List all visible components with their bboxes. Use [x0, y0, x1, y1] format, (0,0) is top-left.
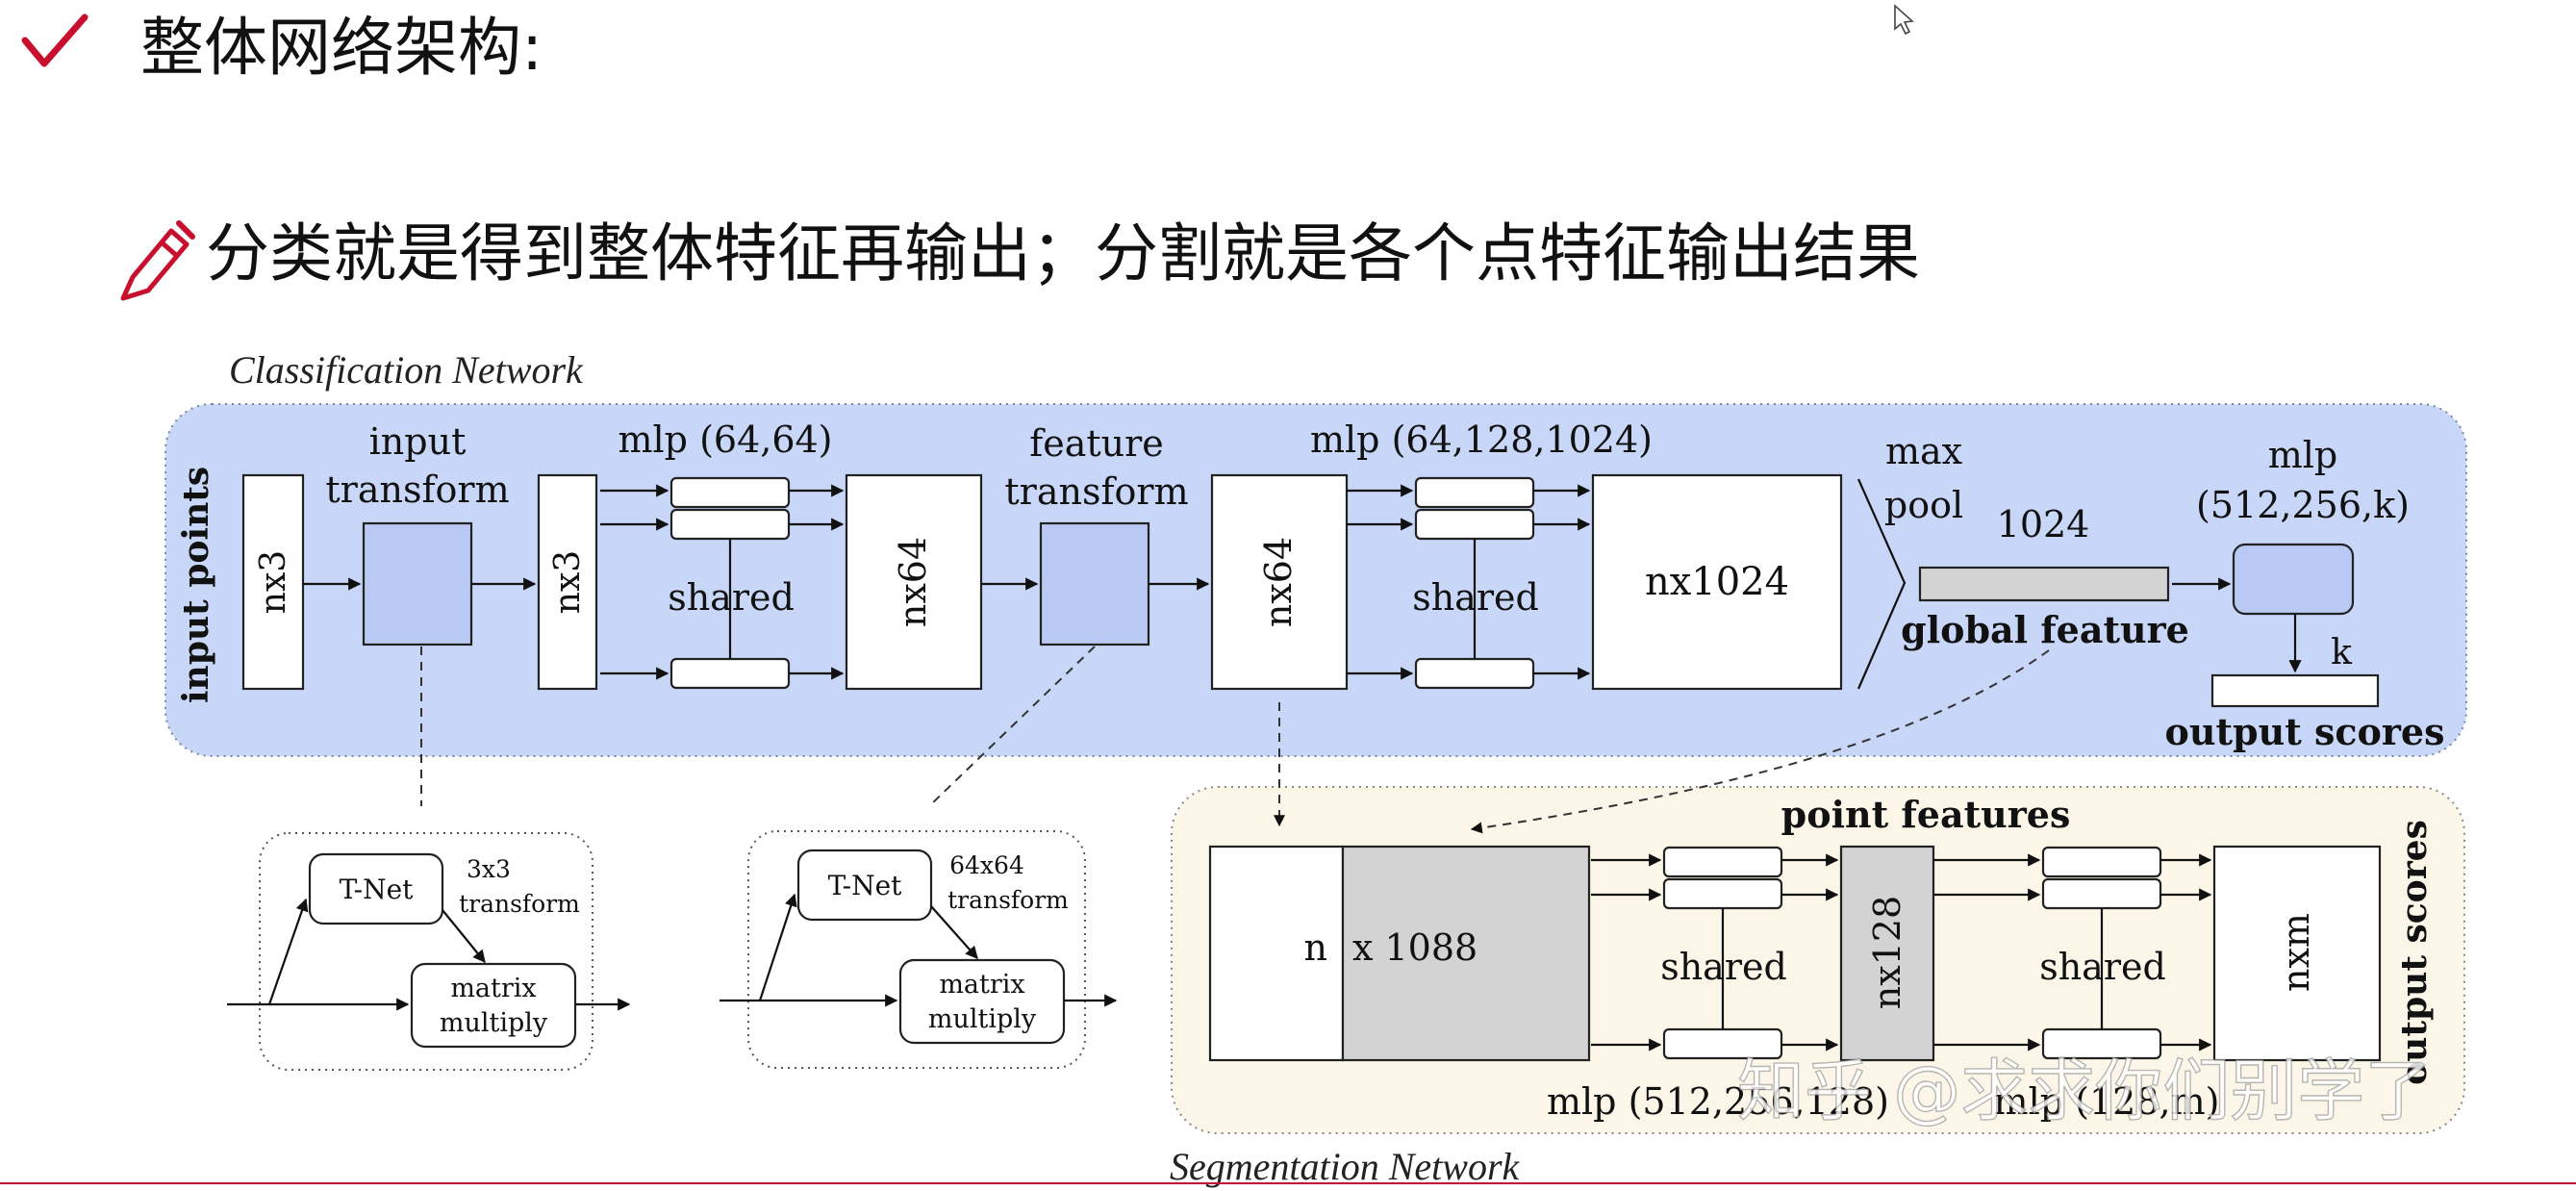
- tnet-64x64-inset: [747, 830, 1086, 1069]
- seg-output-scores-label: output scores: [2394, 820, 2435, 1085]
- matrix-label-2b: multiply: [928, 1004, 1037, 1034]
- global-feature-dim-label: 1024: [1997, 503, 2090, 545]
- t3-label-1: 3x3: [467, 855, 511, 883]
- nxm-label: nxm: [2275, 913, 2317, 992]
- feature-transform-box: [1039, 521, 1150, 646]
- nx1024-box: [1591, 473, 1843, 691]
- nx3-transformed-label: nx3: [548, 550, 588, 614]
- mlp-64-unit-2: [669, 508, 791, 541]
- nx3-transformed-box: [537, 473, 598, 691]
- point-1088-box: [1341, 845, 1591, 1062]
- n-label: n: [1304, 926, 1327, 969]
- segmentation-network-title: Segmentation Network: [1170, 1145, 1521, 1188]
- class-output-scores-label: output scores: [2165, 710, 2445, 753]
- watermark-text: 知乎 @求求你们别学了: [1737, 1052, 2432, 1130]
- t3-label-2: transform: [459, 890, 580, 918]
- t64-label-2: transform: [947, 886, 1069, 914]
- tnet-box-2: [796, 849, 933, 922]
- feature-transform-label-2: transform: [1004, 470, 1188, 513]
- shared-label-2: shared: [1412, 576, 1539, 619]
- bullet-text: 分类就是得到整体特征再输出；分割就是各个点特征输出结果: [206, 216, 1920, 291]
- mlp-1024-unit-1: [1414, 476, 1535, 509]
- seg-mlp2-unit-1: [2041, 846, 2162, 878]
- mouse-cursor-icon: [1894, 4, 1914, 36]
- mlp-1024-unit-3: [1414, 657, 1535, 690]
- mlp-1024-unit-2: [1414, 508, 1535, 541]
- nx128-label: nx128: [1866, 896, 1908, 1009]
- class-output-scores-box: [2210, 673, 2380, 708]
- k-label: k: [2331, 633, 2353, 672]
- nx128-box: [1839, 845, 1935, 1062]
- seg-mlp1-label: mlp (512,256,128): [1547, 1080, 1889, 1123]
- feature-transform-label-1: feature: [1029, 422, 1164, 465]
- seg-mlp1-unit-2: [1662, 877, 1783, 910]
- mlp-1024-label: mlp (64,128,1024): [1310, 418, 1653, 461]
- nx64-label: nx64: [892, 537, 934, 627]
- mlp-k-label-2: (512,256,k): [2196, 484, 2410, 526]
- nx64-transformed-box: [1210, 473, 1349, 691]
- nx3-input-box: [241, 473, 305, 691]
- shared-label-3: shared: [1660, 946, 1787, 988]
- point-features-label: point features: [1781, 793, 2071, 836]
- nx1024-label: nx1024: [1645, 560, 1789, 604]
- tnet-label-2: T-Net: [828, 870, 903, 901]
- seg-mlp2-unit-2: [2041, 877, 2162, 910]
- pencil-icon: [120, 220, 195, 301]
- matrix-label-2a: matrix: [939, 970, 1024, 1000]
- tnet-label-1: T-Net: [340, 874, 415, 905]
- checkmark-icon: [21, 13, 88, 67]
- x1088-label: x 1088: [1352, 926, 1477, 969]
- nx64-transformed-label: nx64: [1257, 537, 1300, 627]
- shared-label-4: shared: [2039, 946, 2166, 988]
- input-transform-box: [362, 521, 473, 646]
- nxm-box: [2212, 845, 2382, 1062]
- input-transform-label-1: input: [369, 420, 467, 463]
- matrix-label-1b: multiply: [440, 1008, 548, 1038]
- page-title: 整体网络架构:: [140, 11, 543, 85]
- classification-network-title: Classification Network: [229, 348, 584, 392]
- mlp-64-64-label: mlp (64,64): [618, 418, 832, 461]
- global-feature-label: global feature: [1901, 608, 2189, 651]
- global-feature-vector: [1918, 566, 2170, 602]
- nx64-box: [845, 473, 983, 691]
- mlp-k-box: [2232, 543, 2355, 616]
- input-points-label: input points: [176, 467, 216, 703]
- mlp-k-label-1: mlp: [2268, 434, 2338, 476]
- seg-mlp2-label: mlp (128,m): [1994, 1080, 2220, 1123]
- input-transform-label-2: transform: [325, 469, 509, 511]
- mlp-64-unit-1: [669, 476, 791, 509]
- point-n-box: [1208, 845, 1345, 1062]
- seg-mlp1-unit-1: [1662, 846, 1783, 878]
- t64-label-1: 64x64: [949, 851, 1024, 879]
- max-pool-label-1: max: [1885, 430, 1962, 472]
- nx3-input-label: nx3: [254, 550, 293, 614]
- max-pool-symbol: [1856, 478, 1907, 690]
- shared-label-1: shared: [668, 576, 795, 619]
- tnet-box-1: [308, 852, 444, 925]
- max-pool-label-2: pool: [1884, 484, 1963, 526]
- mlp-64-unit-3: [669, 657, 791, 690]
- matrix-label-1a: matrix: [450, 974, 536, 1003]
